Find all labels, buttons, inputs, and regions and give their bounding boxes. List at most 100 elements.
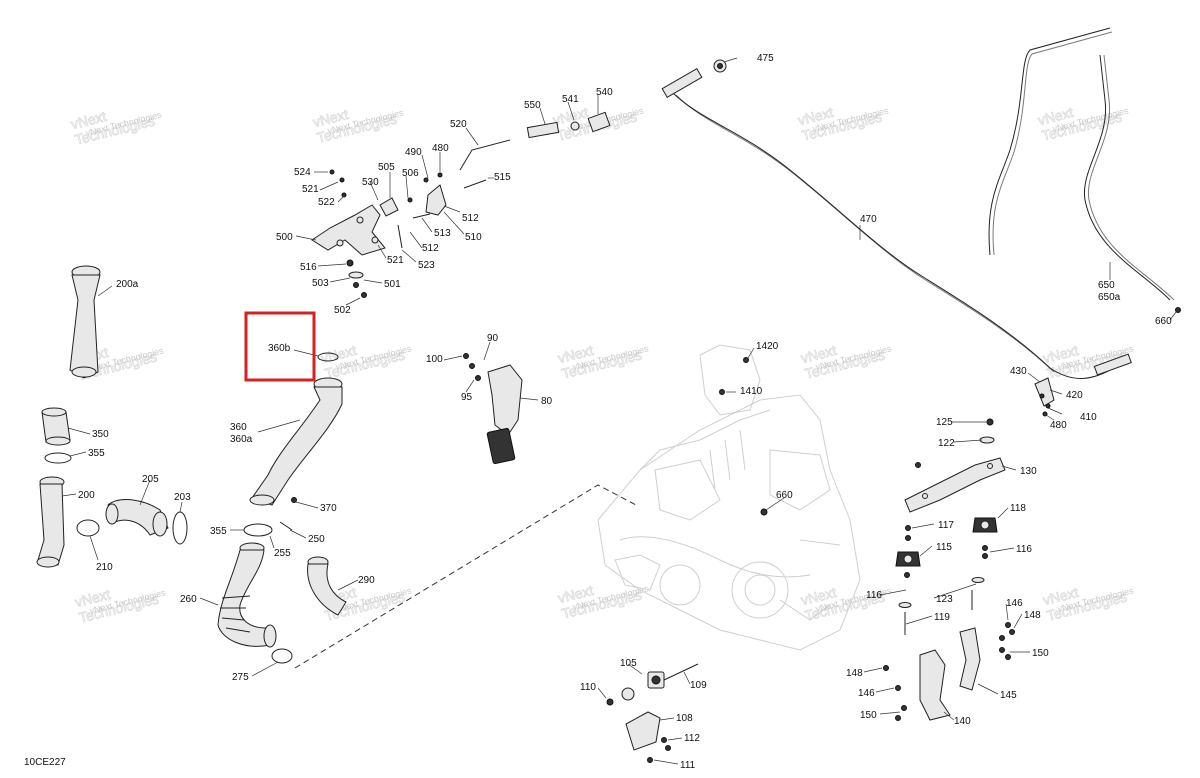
bolt-109 — [663, 663, 699, 681]
callout-80: 80 — [541, 396, 553, 407]
bracket-410 — [1034, 377, 1055, 407]
part-360b — [317, 352, 339, 362]
callout-650: 650 — [1098, 280, 1115, 291]
callout-490: 490 — [405, 147, 422, 158]
callout-200a: 200a — [116, 279, 139, 290]
callout-505: 505 — [378, 162, 395, 173]
callout-200: 200 — [78, 490, 95, 501]
bracket-108 — [625, 711, 661, 751]
hose-260 — [217, 542, 277, 648]
callout-475: 475 — [757, 53, 774, 64]
callout-512-lower: 512 — [422, 243, 439, 254]
callout-119: 119 — [934, 612, 950, 623]
callout-110: 110 — [580, 682, 596, 693]
callout-513: 513 — [434, 228, 451, 239]
callout-117: 117 — [938, 520, 954, 531]
callout-108: 108 — [676, 713, 693, 724]
callout-370: 370 — [320, 503, 337, 514]
watermark: vNext Technologies vNext Technologies — [799, 342, 893, 383]
callout-125: 125 — [936, 417, 953, 428]
duct-205 — [105, 499, 169, 537]
cable-470 — [671, 91, 1111, 379]
callout-660-center: 660 — [776, 490, 793, 501]
clamp-275 — [271, 648, 293, 664]
callout-355-left: 355 — [88, 448, 105, 459]
callout-260: 260 — [180, 594, 197, 605]
callout-470: 470 — [860, 214, 877, 225]
watermark: vNext Technologies vNext Technologies — [69, 108, 163, 149]
part-540 — [587, 111, 611, 133]
bracket-500 — [311, 204, 386, 256]
callout-146-upper: 146 — [1006, 598, 1023, 609]
callout-520: 520 — [450, 119, 467, 130]
callout-420: 420 — [1066, 390, 1083, 401]
callout-148-upper: 148 — [1024, 610, 1041, 621]
callout-506: 506 — [402, 168, 419, 179]
callout-512-right: 512 — [462, 213, 479, 224]
callout-480-top: 480 — [432, 143, 449, 154]
engine-ghost — [597, 344, 861, 651]
callout-521-top: 521 — [302, 184, 319, 195]
callout-521-lower: 521 — [387, 255, 404, 266]
callout-203: 203 — [174, 492, 191, 503]
callout-360: 360 — [230, 422, 247, 433]
watermark: vNext Technologies vNext Technologies — [1041, 584, 1135, 625]
callout-522: 522 — [318, 197, 335, 208]
callout-350: 350 — [92, 429, 109, 440]
callout-290: 290 — [358, 575, 375, 586]
callout-501: 501 — [384, 279, 401, 290]
callout-541: 541 — [562, 94, 579, 105]
bracket-145 — [959, 627, 981, 691]
watermark: vNext Technologies vNext Technologies — [556, 582, 650, 623]
clamp-210 — [76, 519, 100, 537]
callout-516: 516 — [300, 262, 317, 273]
callout-116-right: 116 — [1016, 544, 1032, 555]
cable-end-fitting — [661, 59, 1132, 376]
callout-145: 145 — [1000, 690, 1017, 701]
watermark: vNext Technologies vNext Technologies — [796, 104, 890, 145]
callout-660-right: 660 — [1155, 316, 1172, 327]
callout-95: 95 — [461, 392, 473, 403]
clamp-355-center — [243, 523, 273, 537]
callout-122: 122 — [938, 438, 955, 449]
callout-355-center: 355 — [210, 526, 227, 537]
callout-210: 210 — [96, 562, 113, 573]
callout-1410: 1410 — [740, 386, 763, 397]
watermark: vNext Technologies vNext Technologies — [1041, 342, 1135, 383]
dashed-reference-line — [294, 484, 639, 669]
callout-118: 118 — [1010, 503, 1026, 514]
part-550 — [526, 121, 560, 139]
watermark: vNext Technologies vNext Technologies — [319, 342, 413, 383]
callout-148-lower: 148 — [846, 668, 863, 679]
callout-130: 130 — [1020, 466, 1037, 477]
callout-100: 100 — [426, 354, 443, 365]
callout-146-lower: 146 — [858, 688, 875, 699]
watermark: vNext Technologies vNext Technologies — [1036, 104, 1130, 145]
callout-540: 540 — [596, 87, 613, 98]
callout-90: 90 — [487, 333, 499, 344]
part-118 — [972, 517, 998, 533]
callout-502: 502 — [334, 305, 351, 316]
callout-123: 123 — [936, 594, 953, 605]
callout-112: 112 — [684, 733, 700, 744]
watermark-layer: vNext Technologies vNext Technologies vN… — [69, 104, 1135, 627]
callout-109: 109 — [690, 680, 707, 691]
reference-code: 10CE227 — [24, 757, 66, 768]
callout-550: 550 — [524, 100, 541, 111]
part-530 — [379, 197, 399, 217]
callout-650a: 650a — [1098, 292, 1121, 303]
callout-205: 205 — [142, 474, 159, 485]
clamp-203 — [172, 511, 188, 545]
callout-111: 111 — [680, 760, 696, 771]
highlight-box-360b — [244, 311, 316, 382]
callout-140: 140 — [954, 716, 971, 727]
callout-360a: 360a — [230, 434, 253, 445]
callout-105: 105 — [620, 658, 637, 669]
duct-360 — [249, 377, 343, 506]
callout-labels: 475 550 541 540 520 490 480 505 506 524 … — [78, 53, 1172, 771]
leader-lines — [61, 57, 1177, 765]
callout-150-lower: 150 — [860, 710, 877, 721]
pedal-80 — [463, 353, 523, 465]
callout-430: 430 — [1010, 366, 1027, 377]
